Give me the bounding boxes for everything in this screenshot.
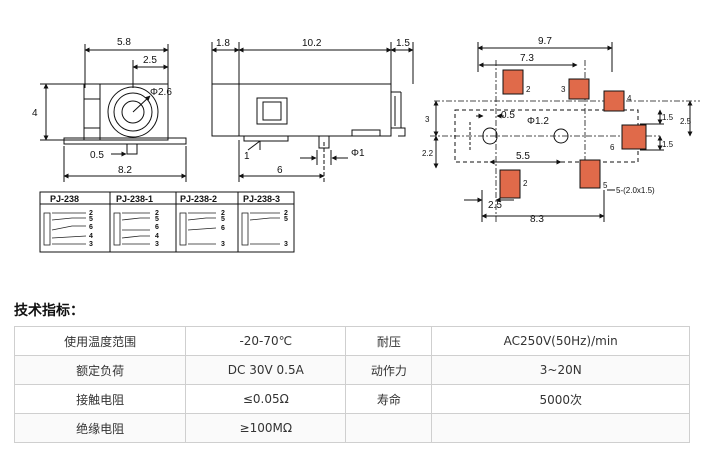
top-hole-dia: Φ1.2 (527, 116, 549, 127)
spec-label: 绝缘电阻 (13, 413, 187, 443)
technical-drawing: 5.8 2.5 4 Φ2.6 0.5 8.2 (32, 36, 700, 253)
side-pin-dia: Φ1 (351, 148, 365, 159)
top-dim-55: 5.5 (516, 151, 530, 162)
spec-label: 额定负荷 (13, 355, 187, 385)
side-view (211, 42, 414, 182)
spec-label: 使用温度范围 (13, 326, 187, 356)
schematic-pin: 2 (155, 210, 159, 217)
spec-value: 5000次 (431, 384, 690, 414)
front-dim-inner: 2.5 (143, 55, 157, 66)
schematic-pin: 5 (284, 216, 288, 223)
schematic-pin: 6 (89, 224, 93, 231)
top-pad-label-5: 5 (603, 181, 608, 190)
pcb-pads (499, 69, 647, 199)
top-view (430, 42, 700, 222)
top-dim-83: 8.3 (530, 214, 544, 225)
front-dim-bottom: 8.2 (118, 165, 132, 176)
top-dim-total: 9.7 (538, 36, 552, 47)
spec-label: 接触电阻 (13, 384, 187, 414)
top-dim-15b: 1.5 (662, 140, 674, 149)
top-dim-22: 2.2 (422, 149, 434, 158)
schematic-pin: 6 (221, 225, 225, 232)
schematic-pin: 5 (155, 216, 159, 223)
schematic-pin: 2 (284, 210, 288, 217)
top-pad-label-2b: 2 (523, 179, 528, 188)
spec-title: 技术指标： (14, 303, 84, 319)
schematic-title-1: PJ-238 (50, 194, 79, 204)
top-dim-05: 0.5 (501, 110, 515, 121)
top-dim-3: 3 (425, 115, 430, 124)
schematic-pin: 6 (155, 224, 159, 231)
top-dim-73: 7.3 (520, 53, 534, 64)
top-pad-note: 5-(2.0x1.5) (616, 186, 655, 195)
schematic-pin: 2 (89, 210, 93, 217)
side-pin-label: 1 (244, 151, 250, 162)
side-dim-right: 1.5 (396, 38, 410, 49)
spec-value: DC 30V 0.5A (185, 355, 347, 385)
schematic-pin: 5 (89, 216, 93, 223)
top-dim-25b: 2.5 (488, 200, 502, 211)
spec-label: 耐压 (345, 326, 433, 356)
spec-value: AC250V(50Hz)/min (431, 326, 690, 356)
schematic-pin: 3 (89, 241, 93, 248)
top-dim-25r: 2.5 (680, 117, 692, 126)
table-row: 使用温度范围 -20-70℃ 耐压 AC250V(50Hz)/min (13, 326, 690, 356)
schematic-symbols (43, 212, 280, 246)
schematic-pin: 3 (155, 241, 159, 248)
schematic-pin: 5 (221, 216, 225, 223)
front-view (40, 44, 187, 182)
front-dim-pin: 0.5 (90, 150, 104, 161)
spec-value: 3~20N (431, 355, 690, 385)
schematic-pin: 2 (221, 210, 225, 217)
table-row: 接触电阻 ≤0.05Ω 寿命 5000次 (13, 384, 690, 414)
top-pad-label-3: 3 (561, 85, 566, 94)
schematic-pin: 4 (89, 233, 93, 240)
spec-value (431, 413, 690, 443)
schematic-title-2: PJ-238-1 (116, 194, 153, 204)
side-dim-middle: 10.2 (302, 38, 322, 49)
front-dim-hole: Φ2.6 (150, 87, 172, 98)
spec-value: -20-70℃ (185, 326, 347, 356)
spec-value: ≥100MΩ (185, 413, 347, 443)
schematic-panel (39, 191, 295, 253)
side-dim-left: 1.8 (216, 38, 230, 49)
spec-label: 动作力 (345, 355, 433, 385)
schematic-title-3: PJ-238-2 (180, 194, 217, 204)
schematic-pin: 3 (284, 241, 288, 248)
top-pad-label-6: 6 (610, 143, 615, 152)
top-pad-label-2a: 2 (526, 85, 531, 94)
schematic-title-4: PJ-238-3 (243, 194, 280, 204)
front-dim-top: 5.8 (117, 37, 131, 48)
side-dim-bottom: 6 (277, 165, 283, 176)
spec-label (345, 413, 433, 443)
spec-table: 使用温度范围 -20-70℃ 耐压 AC250V(50Hz)/min 额定负荷 … (13, 326, 690, 443)
schematic-pin: 4 (155, 233, 159, 240)
table-row: 绝缘电阻 ≥100MΩ (13, 413, 690, 443)
top-pad-label-4: 4 (627, 94, 632, 103)
table-row: 额定负荷 DC 30V 0.5A 动作力 3~20N (13, 355, 690, 385)
top-dim-15a: 1.5 (662, 113, 674, 122)
schematic-pin: 3 (221, 241, 225, 248)
spec-value: ≤0.05Ω (185, 384, 347, 414)
front-dim-left: 4 (32, 108, 38, 119)
spec-label: 寿命 (345, 384, 433, 414)
